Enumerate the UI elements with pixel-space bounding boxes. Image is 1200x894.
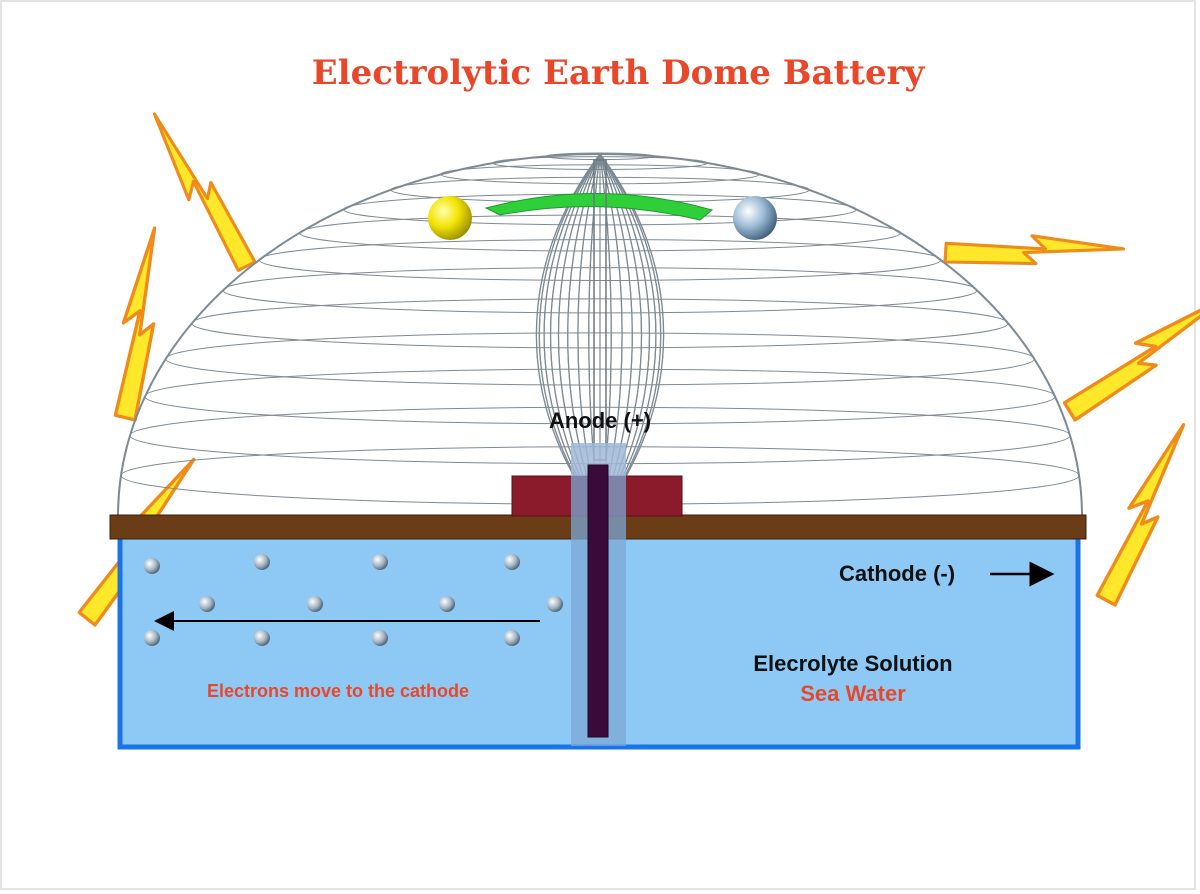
electron bbox=[254, 554, 270, 570]
dome-parallel bbox=[298, 214, 902, 252]
dome-parallel bbox=[144, 368, 1056, 425]
dome-parallel bbox=[492, 156, 708, 171]
electron bbox=[199, 596, 215, 612]
electrons-note: Electrons move to the cathode bbox=[207, 681, 469, 701]
lightning-bolt-icon bbox=[943, 234, 1126, 266]
lightning-bolt-icon bbox=[152, 112, 257, 272]
dome-parallel bbox=[191, 298, 1009, 349]
electron bbox=[504, 554, 520, 570]
lightning-bolt-icon bbox=[1062, 296, 1200, 422]
sea-water-label: Sea Water bbox=[800, 681, 906, 706]
electrons bbox=[144, 554, 563, 646]
green-arc bbox=[484, 193, 714, 221]
electron bbox=[504, 630, 520, 646]
electron bbox=[144, 558, 160, 574]
diagram-title: Electrolytic Earth Dome Battery bbox=[312, 53, 926, 93]
anode-label: Anode (+) bbox=[549, 408, 651, 433]
dome-parallel bbox=[258, 239, 942, 281]
anode-rod bbox=[587, 464, 609, 738]
moon-sphere bbox=[733, 196, 777, 240]
electron bbox=[372, 630, 388, 646]
electron bbox=[439, 596, 455, 612]
electron bbox=[307, 596, 323, 612]
electron bbox=[372, 554, 388, 570]
lightning-bolt-icon bbox=[1095, 423, 1186, 607]
electron bbox=[547, 596, 563, 612]
electron bbox=[254, 630, 270, 646]
dome-parallel bbox=[222, 267, 978, 314]
electrolyte-label: Elecrolyte Solution bbox=[753, 651, 952, 676]
lightning-bolt-icon bbox=[113, 226, 157, 422]
electron bbox=[144, 630, 160, 646]
cathode-label: Cathode (-) bbox=[839, 561, 955, 586]
dome-parallel bbox=[440, 164, 760, 185]
dome-parallel bbox=[165, 332, 1035, 386]
sun-sphere bbox=[428, 196, 472, 240]
